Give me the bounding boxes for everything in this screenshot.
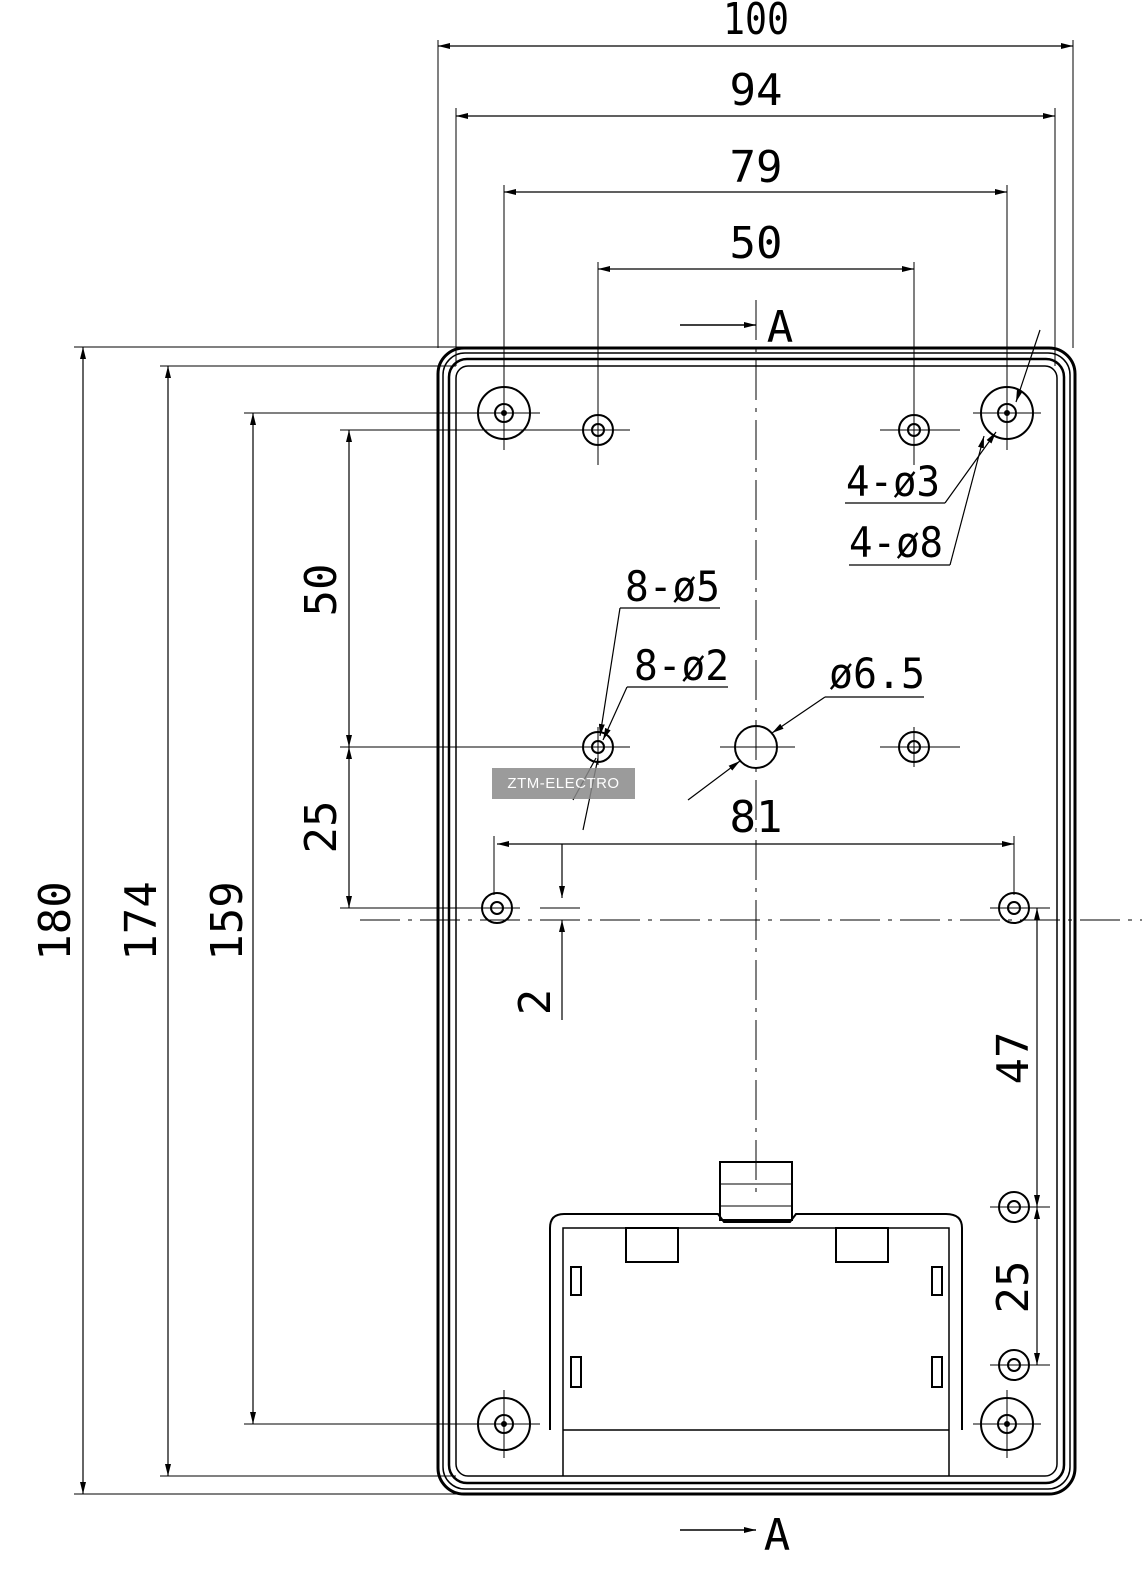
dim-height-inner: 174 <box>116 881 167 960</box>
dim-width-top-holes: 50 <box>730 218 783 269</box>
boss-bottom-left <box>470 1390 540 1458</box>
dim-right-lower: 47 <box>988 1032 1039 1085</box>
pin <box>477 892 520 924</box>
dim-spacing-top: 50 <box>296 564 347 617</box>
center-hole <box>720 725 795 769</box>
pin <box>578 410 630 465</box>
section-mark-bottom: A <box>764 1510 791 1561</box>
callout-boss-hole: 4-ø3 <box>846 457 940 506</box>
dim-width-outer: 100 <box>723 0 789 45</box>
dim-right-bottom: 25 <box>988 1261 1039 1314</box>
pin <box>578 727 630 765</box>
callout-boss-outer: 4-ø8 <box>849 518 943 567</box>
dim-height-boss: 159 <box>202 881 253 960</box>
pin <box>990 1191 1045 1223</box>
callout-center-hole: ø6.5 <box>829 649 925 698</box>
dimension-lines <box>80 43 1073 1494</box>
dim-width-boss: 79 <box>730 142 783 193</box>
callout-pin-outer: 8-ø5 <box>625 562 720 611</box>
dimension-labels: 100 94 79 50 180 174 159 50 25 81 2 47 2… <box>30 0 1039 1561</box>
boss-top-left <box>470 380 540 450</box>
dim-horizontal-lower: 81 <box>730 792 783 843</box>
section-mark-top: A <box>767 302 794 353</box>
dim-width-inner: 94 <box>730 65 783 116</box>
pin <box>880 727 960 767</box>
battery-compartment <box>549 1161 963 1476</box>
callout-pin-hole: 8-ø2 <box>634 641 729 690</box>
dim-spacing-mid: 25 <box>296 801 347 854</box>
dim-height-outer: 180 <box>30 881 81 960</box>
watermark-label: ZTM-ELECTRO <box>492 768 635 799</box>
section-markers <box>680 322 756 1533</box>
boss-bottom-right <box>973 1390 1041 1458</box>
center-lines <box>360 300 1142 1200</box>
extension-lines <box>74 40 1074 1495</box>
dim-offset-small: 2 <box>510 989 561 1016</box>
